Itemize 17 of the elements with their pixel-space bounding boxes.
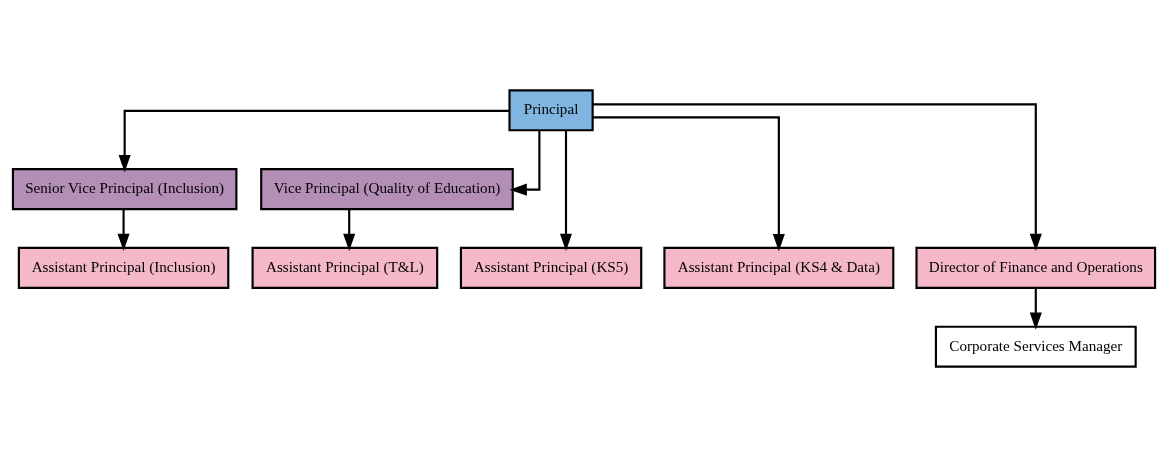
node-box: Vice Principal (Quality of Education) [260,168,514,211]
arrow [559,130,573,251]
arrow [117,209,130,251]
arrow [592,103,1042,252]
arrow [118,109,510,173]
arrow [343,209,356,251]
node-box: Director of Finance and Operations [915,246,1157,289]
node-box: Corporate Services Manager [934,325,1137,368]
node-box: Assistant Principal (KS5) [459,246,643,289]
node-box: Senior Vice Principal (Inclusion) [11,168,238,211]
arrow [509,130,541,196]
node-box: Assistant Principal (KS4 & Data) [663,246,895,289]
node-box: Assistant Principal (T&L) [251,246,439,289]
node-box: Principal [508,89,594,132]
arrow [592,116,785,252]
node-box: Assistant Principal (Inclusion) [17,246,230,289]
arrow [1029,288,1042,330]
